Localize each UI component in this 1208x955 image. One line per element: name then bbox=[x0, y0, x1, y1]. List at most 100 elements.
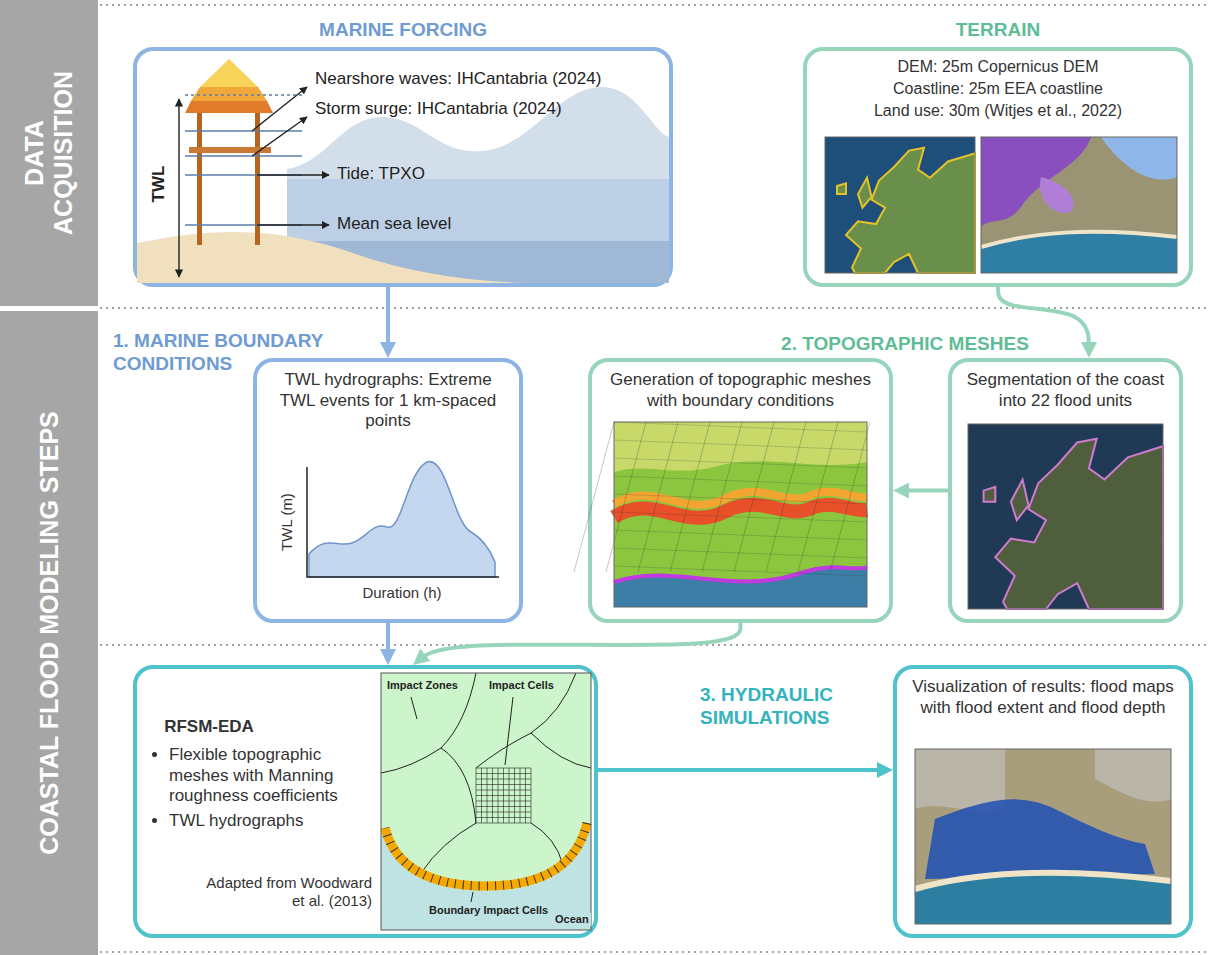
pointer-arrow bbox=[257, 224, 329, 225]
input-box: TERRAINDEM: 25m Copernicus DEMCoastline:… bbox=[803, 47, 1193, 287]
hut-roof bbox=[200, 59, 258, 87]
box-heading: TERRAIN bbox=[807, 18, 1189, 41]
map-land bbox=[915, 749, 1171, 924]
body-text: Coastline: 25m EEA coastline bbox=[811, 79, 1185, 99]
mesh-line bbox=[574, 422, 614, 572]
level-label: Nearshore waves: IHCantabria (2024) bbox=[315, 69, 601, 90]
section-band: COASTAL FLOOD MODELING STEPS bbox=[0, 311, 98, 955]
map-land bbox=[981, 137, 1177, 273]
process-box: Generation of topographic meshes with bo… bbox=[588, 358, 893, 623]
map-frame bbox=[981, 137, 1177, 273]
model-name: RFSM-EDA bbox=[149, 717, 269, 738]
process-box: TWL hydrographs: Extreme TWL events for … bbox=[253, 358, 523, 623]
schematic-label: Boundary Impact Cells bbox=[427, 904, 550, 917]
model-box: RFSM-EDAFlexible topographic meshes with… bbox=[133, 665, 598, 938]
pointer-arrow bbox=[252, 87, 307, 131]
map-frame bbox=[915, 749, 1171, 924]
level-label: Mean sea level bbox=[337, 214, 451, 235]
hut-roof bbox=[185, 101, 273, 113]
map-land bbox=[1011, 480, 1029, 521]
map-beach bbox=[915, 873, 1171, 889]
map-contour bbox=[614, 492, 867, 505]
mesh-line bbox=[614, 494, 867, 504]
cell-line bbox=[476, 801, 531, 802]
body-text: Visualization of results: flood maps wit… bbox=[907, 677, 1179, 718]
level-line bbox=[185, 130, 302, 131]
zone-line bbox=[441, 748, 476, 823]
map-patch bbox=[1040, 177, 1074, 213]
mesh-line bbox=[614, 530, 867, 540]
step-label: 1. MARINE BOUNDARY CONDITIONS bbox=[113, 330, 353, 376]
level-label: TWL bbox=[149, 154, 170, 214]
leader-line bbox=[411, 697, 417, 719]
map-land bbox=[837, 183, 846, 194]
zone-line bbox=[531, 823, 563, 865]
zone-line bbox=[381, 673, 476, 773]
body-text: Land use: 30m (Witjes et al., 2022) bbox=[811, 101, 1185, 121]
step-label: 2. TOPOGRAPHIC MESHES bbox=[760, 333, 1050, 356]
body-text: Generation of topographic meshes with bo… bbox=[600, 370, 881, 411]
pointer-arrow bbox=[257, 174, 329, 175]
chart-axis bbox=[307, 467, 499, 577]
map-sea bbox=[968, 424, 1163, 609]
cell-line bbox=[476, 817, 531, 818]
zone-line bbox=[531, 733, 591, 768]
mesh-line bbox=[734, 422, 774, 572]
cell-line bbox=[476, 812, 531, 813]
cell-line bbox=[514, 768, 515, 823]
mesh-line bbox=[702, 422, 742, 572]
leader-line bbox=[505, 697, 513, 765]
body-text: DEM: 25m Copernicus DEM bbox=[811, 57, 1185, 77]
box-heading: MARINE FORCING bbox=[137, 18, 669, 41]
boundary-cells bbox=[385, 823, 587, 886]
map-sea bbox=[981, 232, 1177, 273]
cell-line bbox=[531, 768, 532, 823]
level-line bbox=[185, 94, 302, 95]
map-land bbox=[984, 487, 996, 502]
map-land-group bbox=[984, 439, 1163, 609]
section-separator bbox=[100, 951, 1208, 953]
cell-line bbox=[476, 795, 531, 796]
schematic-label: Impact Zones bbox=[385, 679, 460, 692]
map-beach bbox=[981, 232, 1177, 247]
flow-arrow bbox=[417, 623, 741, 662]
band-title: COASTAL FLOOD MODELING STEPS bbox=[35, 323, 64, 943]
cell-line bbox=[520, 768, 521, 823]
schematic-label: Impact Cells bbox=[487, 679, 556, 692]
output-box: Visualization of results: flood maps wit… bbox=[893, 665, 1193, 938]
dem-map bbox=[825, 137, 975, 273]
flow-arrow bbox=[386, 623, 390, 660]
europe-map bbox=[968, 424, 1163, 609]
source-note: Adapted from Woodward et al. (2013) bbox=[197, 874, 372, 911]
axis-label: TWL (m) bbox=[278, 477, 296, 567]
step-label: 3. HYDRAULIC SIMULATIONS bbox=[700, 684, 870, 730]
leader-line bbox=[471, 892, 473, 902]
map-patch bbox=[1101, 137, 1177, 180]
cell-line bbox=[476, 806, 531, 807]
map-land-group bbox=[837, 148, 975, 273]
flow-arrow bbox=[386, 287, 390, 353]
map-patch bbox=[981, 137, 1091, 227]
hut-roof bbox=[191, 87, 267, 101]
body-text: TWL hydrographs: Extreme TWL events for … bbox=[267, 370, 509, 432]
mesh-line bbox=[798, 422, 838, 572]
mesh-line bbox=[830, 422, 870, 572]
mesh-line bbox=[614, 476, 867, 486]
band-title: DATA ACQUISITION bbox=[20, 38, 78, 268]
level-line bbox=[185, 155, 302, 156]
land-area bbox=[381, 673, 591, 891]
level-label: Tide: TPXO bbox=[337, 164, 425, 185]
cell-line bbox=[476, 823, 531, 824]
mesh-line bbox=[614, 566, 867, 576]
cell-line bbox=[509, 768, 510, 823]
zone-line bbox=[421, 823, 476, 873]
ocean-area bbox=[381, 673, 591, 930]
map-frame bbox=[968, 424, 1163, 609]
body-text: Segmentation of the coast into 22 flood … bbox=[960, 370, 1171, 411]
hydrograph-area bbox=[309, 462, 495, 577]
map-land bbox=[846, 148, 975, 273]
boundary-cells bbox=[614, 567, 867, 582]
boundary-cell-lines bbox=[385, 823, 587, 886]
map-land bbox=[614, 422, 867, 607]
